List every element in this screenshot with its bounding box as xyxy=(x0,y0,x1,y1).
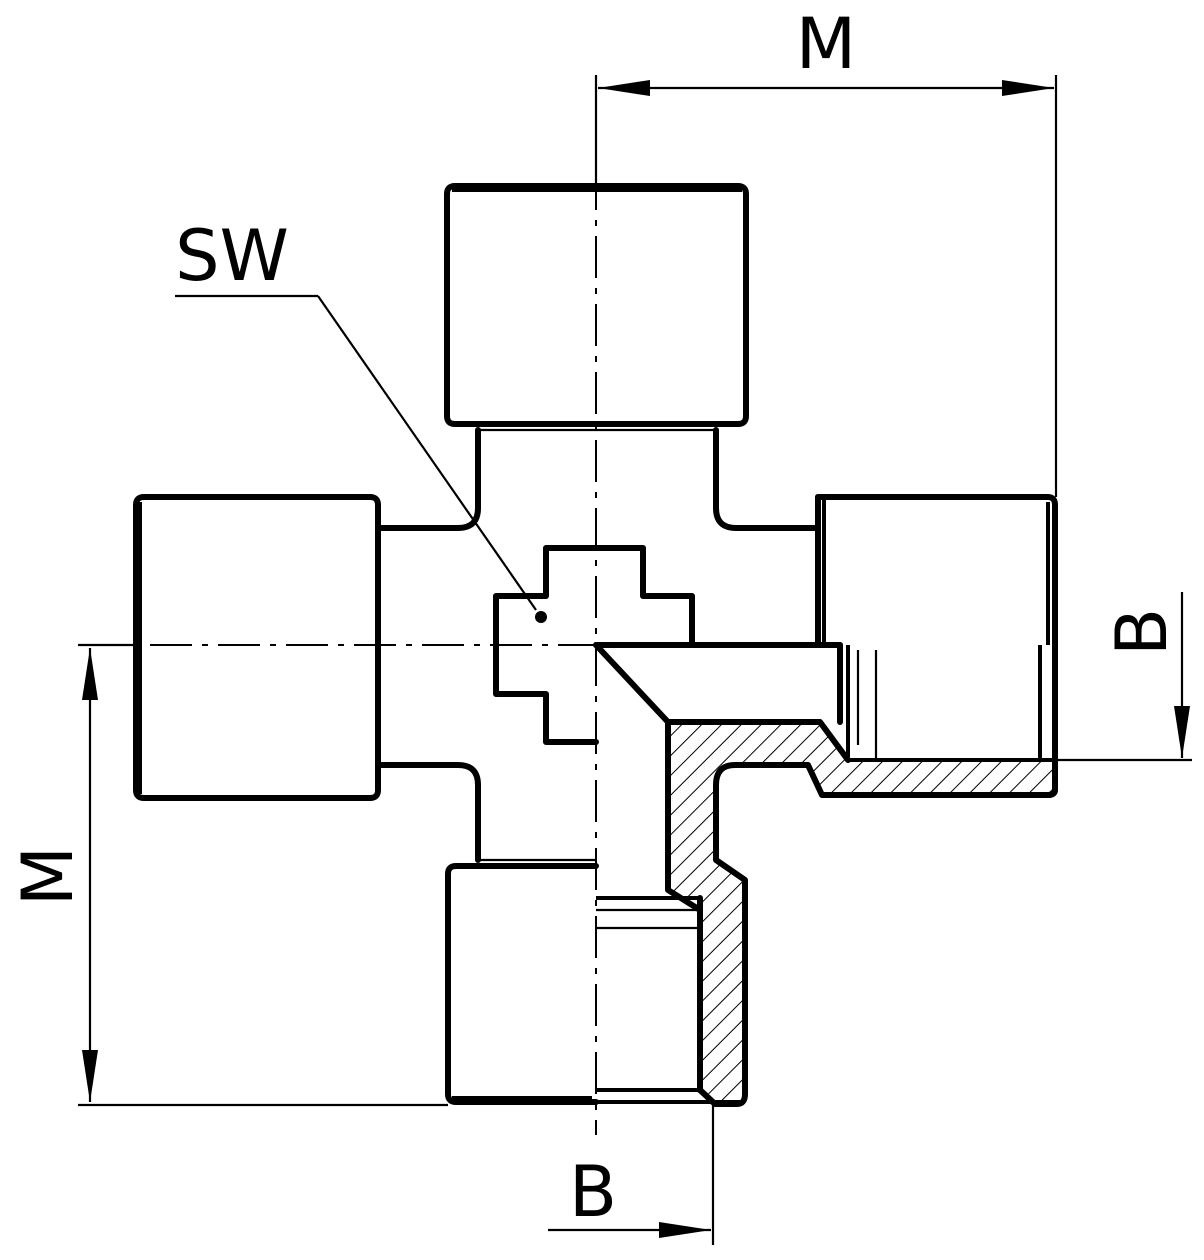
sw-leader: SW xyxy=(175,215,537,611)
dimension-label-b-right: B xyxy=(1101,608,1183,656)
section-view xyxy=(593,642,1058,1107)
inner-bore xyxy=(493,545,695,745)
dimension-m-top: M xyxy=(594,3,1058,497)
left-socket xyxy=(133,494,381,801)
top-socket xyxy=(444,183,749,432)
sw-label: SW xyxy=(175,215,289,297)
dimension-b-right: B xyxy=(1055,592,1192,762)
bottom-socket xyxy=(445,858,599,1105)
dimension-m-left: M xyxy=(7,643,448,1107)
dimension-label-m-left: M xyxy=(7,846,89,906)
sw-marker-dot xyxy=(535,611,547,623)
body-outline xyxy=(375,427,821,863)
right-socket xyxy=(815,494,1058,648)
dimension-label-b-bottom: B xyxy=(569,1151,617,1233)
dimension-label-m-top: M xyxy=(796,3,856,85)
dimension-b-bottom: B xyxy=(548,1104,715,1245)
